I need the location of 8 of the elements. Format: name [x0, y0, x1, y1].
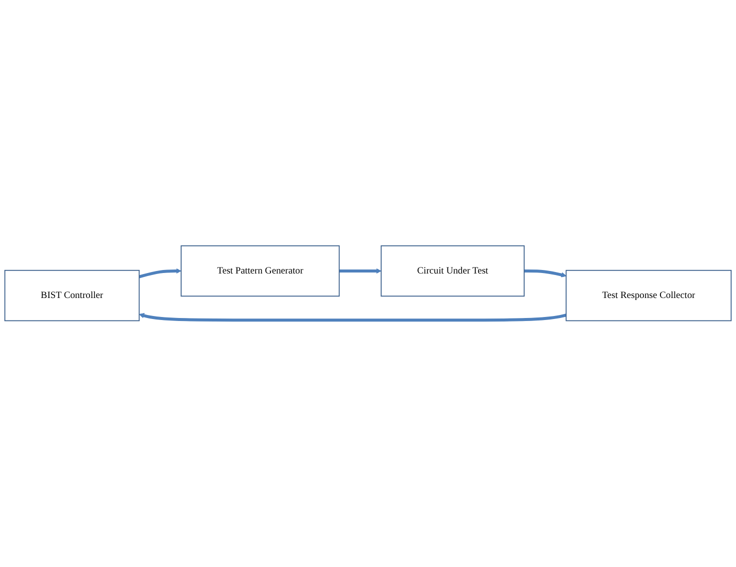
arrow	[138, 268, 182, 278]
node-box: Test Pattern Generator	[180, 246, 340, 297]
arrow	[339, 268, 382, 274]
arrow	[524, 270, 566, 278]
node-box: Test Response Collector	[566, 270, 732, 322]
node-box: Circuit Under Test	[380, 246, 525, 297]
node-box: BIST Controller	[4, 270, 140, 322]
arrow	[138, 313, 566, 322]
